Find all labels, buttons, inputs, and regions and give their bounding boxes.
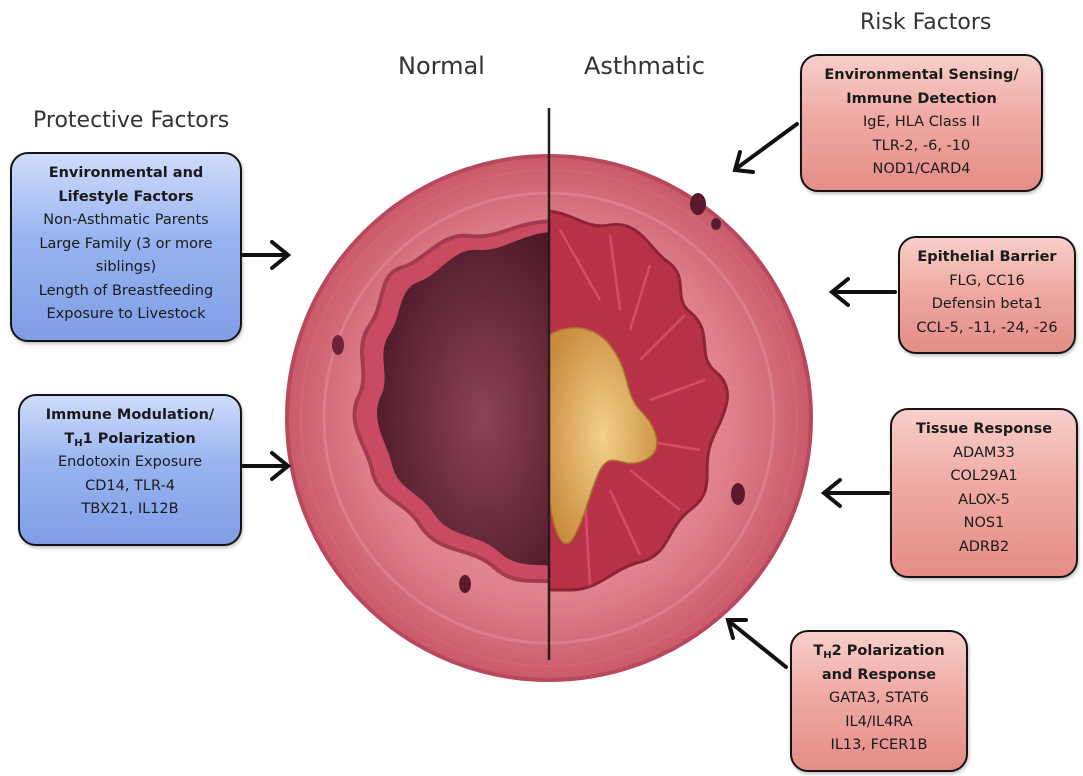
asthmatic-label: Asthmatic xyxy=(584,52,705,80)
box-item: IL13, FCER1B xyxy=(798,734,960,758)
arrow-icon xyxy=(824,480,888,506)
title-suffix: 2 Polarization xyxy=(832,643,945,659)
box-item: IL4/IL4RA xyxy=(798,711,960,735)
box-title: Environmental and xyxy=(18,162,234,186)
th2-polarization-box: TH2 Polarization and Response GATA3, STA… xyxy=(790,630,968,772)
box-item: Non-Asthmatic Parents xyxy=(18,209,234,233)
normal-label: Normal xyxy=(398,52,485,80)
tissue-response-box: Tissue Response ADAM33 COL29A1 ALOX-5 NO… xyxy=(890,408,1078,578)
title-prefix: T xyxy=(64,431,74,447)
arrow-icon xyxy=(832,279,895,305)
box-title: Environmental Sensing/ xyxy=(808,64,1035,88)
box-title: TH1 Polarization xyxy=(26,428,234,452)
box-item: NOD1/CARD4 xyxy=(808,158,1035,182)
box-item: TBX21, IL12B xyxy=(26,498,234,522)
environmental-lifestyle-box: Environmental and Lifestyle Factors Non-… xyxy=(10,152,242,342)
box-item: IgE, HLA Class II xyxy=(808,111,1035,135)
title-subscript: H xyxy=(74,438,82,449)
box-item: CCL-5, -11, -24, -26 xyxy=(906,317,1068,341)
protective-factors-heading: Protective Factors xyxy=(33,108,229,133)
box-title: Immune Detection xyxy=(808,88,1035,112)
box-title: TH2 Polarization xyxy=(798,640,960,664)
box-item: COL29A1 xyxy=(898,465,1070,489)
box-item: Defensin beta1 xyxy=(906,293,1068,317)
box-title: Epithelial Barrier xyxy=(906,246,1068,270)
immune-modulation-box: Immune Modulation/ TH1 Polarization Endo… xyxy=(18,394,242,546)
box-item: Large Family (3 or more xyxy=(18,233,234,257)
arrow-icon xyxy=(243,453,288,479)
title-prefix: T xyxy=(813,643,823,659)
arrow-icon xyxy=(728,620,786,667)
box-item: NOS1 xyxy=(898,512,1070,536)
box-item: Endotoxin Exposure xyxy=(26,451,234,475)
box-title: Immune Modulation/ xyxy=(26,404,234,428)
box-item: TLR-2, -6, -10 xyxy=(808,135,1035,159)
box-item: ADAM33 xyxy=(898,442,1070,466)
arrow-icon xyxy=(243,242,288,268)
box-item: GATA3, STAT6 xyxy=(798,687,960,711)
arrow-icon xyxy=(735,124,797,172)
box-item: ADRB2 xyxy=(898,536,1070,560)
box-item: ALOX-5 xyxy=(898,489,1070,513)
box-title: Tissue Response xyxy=(898,418,1070,442)
box-item: CD14, TLR-4 xyxy=(26,475,234,499)
box-title: and Response xyxy=(798,664,960,688)
box-item: siblings) xyxy=(18,256,234,280)
epithelial-barrier-box: Epithelial Barrier FLG, CC16 Defensin be… xyxy=(898,236,1076,354)
box-item: FLG, CC16 xyxy=(906,270,1068,294)
box-item: Length of Breastfeeding xyxy=(18,280,234,304)
title-subscript: H xyxy=(823,650,831,661)
box-title: Lifestyle Factors xyxy=(18,186,234,210)
environmental-sensing-box: Environmental Sensing/ Immune Detection … xyxy=(800,54,1043,192)
box-item: Exposure to Livestock xyxy=(18,303,234,327)
title-suffix: 1 Polarization xyxy=(83,431,196,447)
risk-factors-heading: Risk Factors xyxy=(860,10,991,35)
